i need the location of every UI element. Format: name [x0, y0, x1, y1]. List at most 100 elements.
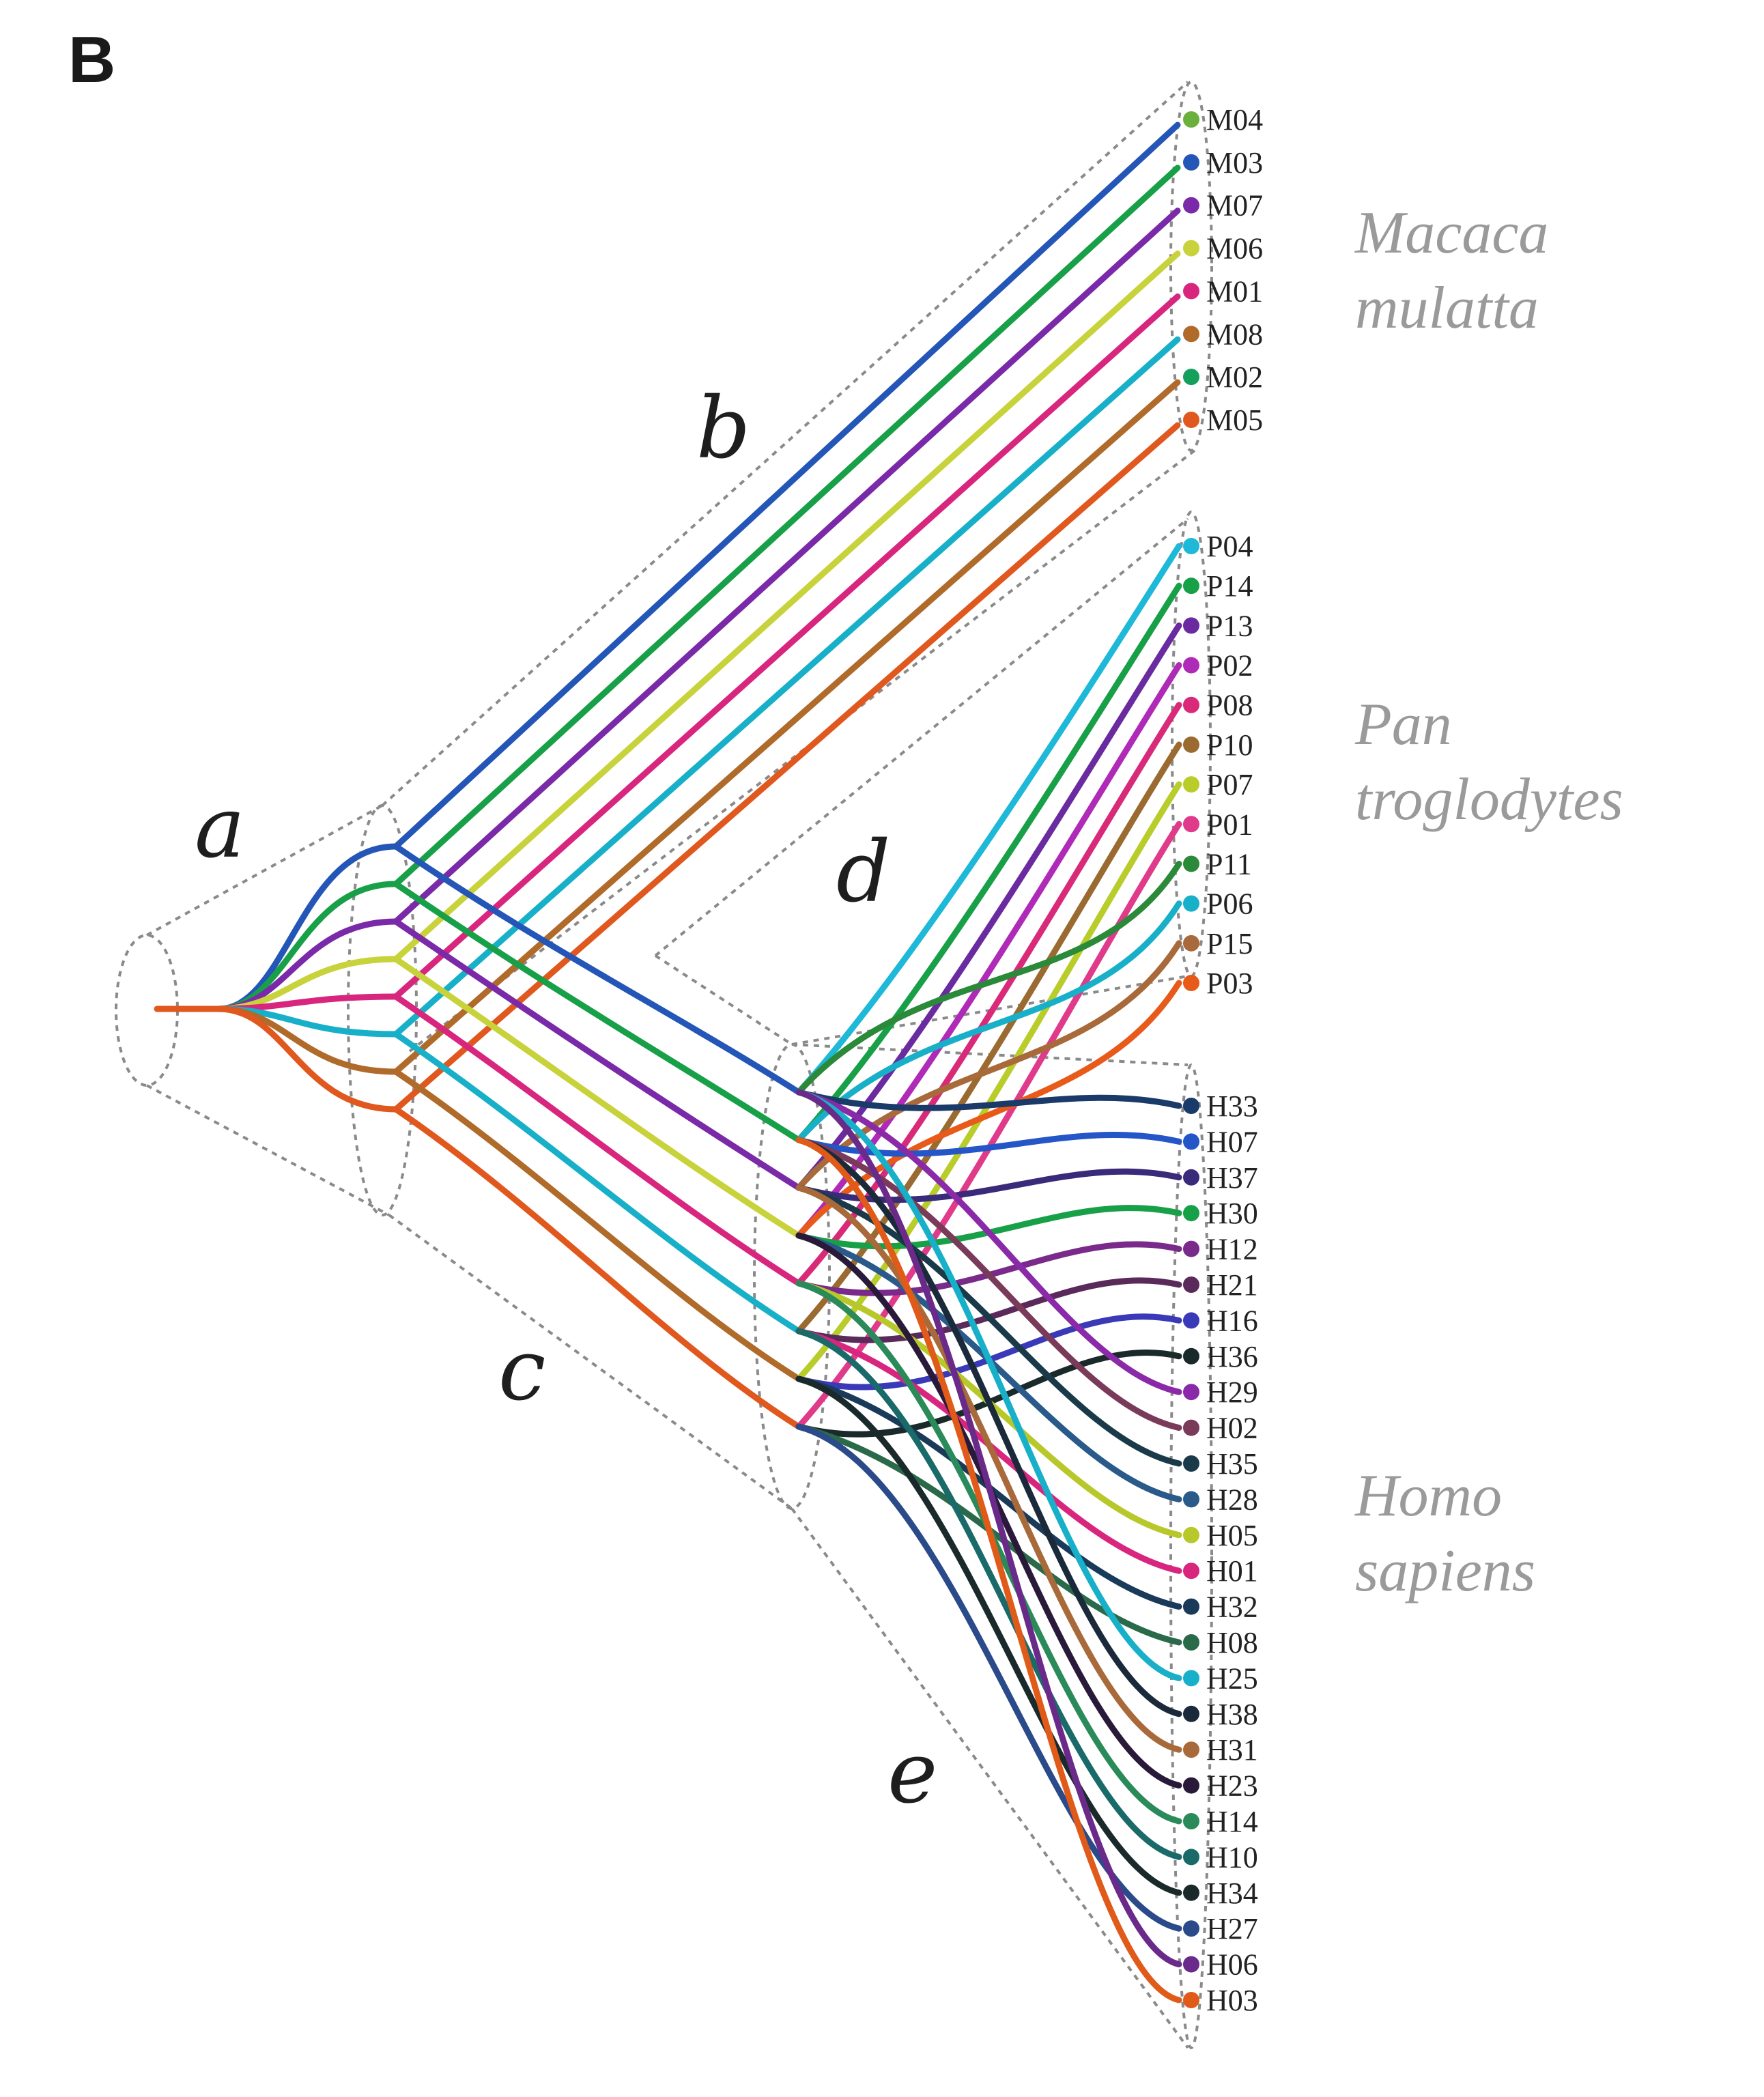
- lineage-b-0: [393, 122, 1181, 850]
- species-label-homo-line1: Homo: [1354, 1463, 1502, 1529]
- branch-label-b: b: [696, 380, 750, 478]
- leaf-dot-h02: [1183, 1419, 1199, 1436]
- leaf-dot-h23: [1183, 1777, 1199, 1794]
- leaf-label-h30: H30: [1206, 1197, 1258, 1230]
- lineage-b-2: [393, 208, 1181, 925]
- lineage-b-4: [393, 293, 1181, 1000]
- leaf-dot-h21: [1183, 1276, 1199, 1293]
- lineage-b-5: [393, 336, 1181, 1038]
- leaf-dot-p08: [1183, 696, 1199, 713]
- lineage-b-6: [393, 379, 1181, 1075]
- leaf-label-h08: H08: [1206, 1626, 1258, 1659]
- species-label-pan-line2: troglodytes: [1355, 767, 1623, 833]
- branch-label-c: c: [498, 1322, 545, 1420]
- leaf-dot-p14: [1183, 577, 1199, 595]
- lineage-a-0: [215, 843, 399, 1012]
- lineage-d-8: [795, 860, 1182, 1096]
- leaf-dot-m02: [1183, 369, 1199, 386]
- branch-c-cone: [388, 954, 793, 1510]
- leaf-label-h06: H06: [1206, 1948, 1258, 1982]
- leaf-label-h34: H34: [1206, 1877, 1258, 1910]
- leaf-dot-p13: [1183, 617, 1199, 634]
- leaf-dot-p15: [1183, 935, 1199, 952]
- leaf-label-p06: P06: [1206, 887, 1253, 921]
- species-label-macaca: Macaca mulatta: [1354, 200, 1548, 341]
- lineage-e-13: [795, 1328, 1182, 1574]
- branch-label-d: d: [836, 823, 890, 922]
- lineage-c-7: [393, 1106, 802, 1430]
- leaf-dot-h27: [1183, 1920, 1199, 1937]
- lineage-e-14: [795, 1375, 1182, 1610]
- leaf-dot-m04: [1183, 111, 1199, 128]
- leaf-label-h31: H31: [1206, 1733, 1258, 1767]
- lineage-c-2: [393, 918, 802, 1191]
- species-label-pan: Pan troglodytes: [1354, 691, 1623, 833]
- leaf-dot-p06: [1183, 895, 1199, 912]
- leaf-dot-h05: [1183, 1526, 1199, 1543]
- lineage-e-23: [795, 1423, 1182, 1932]
- leaf-label-h32: H32: [1206, 1590, 1258, 1624]
- leaf-dot-h34: [1183, 1884, 1199, 1901]
- leaf-label-h14: H14: [1206, 1805, 1258, 1838]
- leaf-label-h38: H38: [1206, 1698, 1258, 1731]
- species-label-homo: Homo sapiens: [1354, 1463, 1535, 1604]
- lineage-b-7: [393, 422, 1181, 1113]
- leaf-dot-p10: [1183, 736, 1199, 753]
- leaf-label-p13: P13: [1206, 609, 1253, 642]
- lineage-e-22: [795, 1375, 1182, 1896]
- leaf-dot-h06: [1183, 1956, 1199, 1973]
- lineage-b-3: [393, 251, 1181, 962]
- lineage-e-24: [795, 1089, 1182, 1968]
- leaf-dot-h28: [1183, 1491, 1199, 1508]
- leaf-dot-h31: [1183, 1741, 1199, 1758]
- leaf-label-h21: H21: [1206, 1268, 1258, 1302]
- leaf-dot-h08: [1183, 1634, 1199, 1651]
- lineage-e-9: [795, 1137, 1182, 1431]
- lineage-e-25: [795, 1137, 1182, 2003]
- lineage-c-3: [393, 956, 802, 1239]
- lineage-d-1: [795, 582, 1182, 1143]
- branch-label-e: e: [887, 1724, 937, 1823]
- leaf-label-p02: P02: [1206, 649, 1253, 683]
- lineage-e-21: [795, 1328, 1182, 1860]
- lineage-a-6: [215, 1005, 399, 1075]
- species-label-macaca-line2: mulatta: [1355, 275, 1539, 341]
- leaf-dot-h38: [1183, 1705, 1199, 1722]
- leaf-label-p07: P07: [1206, 768, 1253, 801]
- leaf-dot-h35: [1183, 1455, 1199, 1472]
- leaf-label-m03: M03: [1206, 146, 1263, 180]
- lineage-e-12: [795, 1280, 1182, 1539]
- lineage-a-7: [215, 1005, 399, 1113]
- leaf-dot-p04: [1183, 538, 1199, 554]
- leaf-dot-m05: [1183, 412, 1199, 428]
- leaf-label-p03: P03: [1206, 967, 1253, 1000]
- leaf-label-m04: M04: [1206, 103, 1263, 137]
- species-label-macaca-line1: Macaca: [1354, 200, 1548, 266]
- lineage-e-11: [795, 1232, 1182, 1502]
- node-a-cone: [347, 804, 418, 1216]
- lineage-e-16: [795, 1089, 1182, 1681]
- leaf-label-h10: H10: [1206, 1840, 1258, 1874]
- leaf-label-p10: P10: [1206, 728, 1253, 762]
- leaf-label-h02: H02: [1206, 1412, 1258, 1445]
- leaf-dot-h29: [1183, 1384, 1199, 1401]
- leaf-dot-h32: [1183, 1598, 1199, 1615]
- lineage-d-0: [795, 543, 1182, 1096]
- lineage-e-6: [795, 1313, 1182, 1390]
- leaf-label-m01: M01: [1206, 274, 1263, 308]
- leaf-label-p08: P08: [1206, 689, 1253, 722]
- leaf-label-m07: M07: [1206, 189, 1263, 223]
- lineage-a-1: [215, 881, 399, 1012]
- leaf-dot-p02: [1183, 657, 1199, 674]
- leaf-label-m06: M06: [1206, 232, 1263, 266]
- leaf-dot-h36: [1183, 1347, 1199, 1365]
- panel-label: B: [68, 23, 115, 96]
- leaf-label-h03: H03: [1206, 1984, 1258, 2017]
- leaf-label-h27: H27: [1206, 1912, 1258, 1945]
- lineage-e-20: [795, 1280, 1182, 1825]
- leaf-dot-h14: [1183, 1813, 1199, 1829]
- leaf-dot-m01: [1183, 283, 1199, 300]
- leaf-dot-p03: [1183, 975, 1199, 991]
- leaf-label-h29: H29: [1206, 1375, 1258, 1409]
